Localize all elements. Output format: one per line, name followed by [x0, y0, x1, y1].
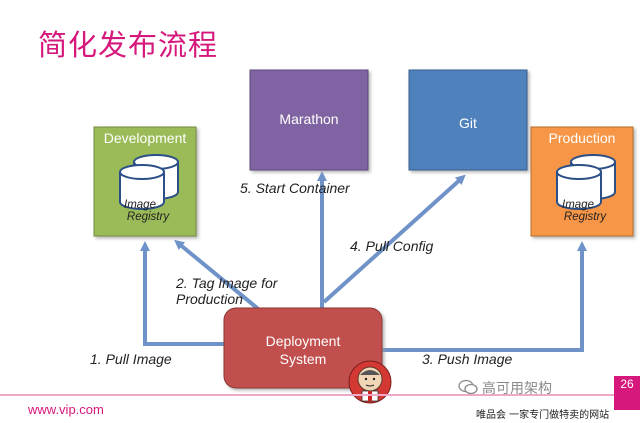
step-pull-image: 1. Pull Image [90, 351, 172, 367]
deployment-box [223, 307, 383, 389]
development-label: Development [104, 130, 187, 146]
step-tag-image-line1: 2. Tag Image for [175, 275, 279, 291]
arrow-pull-image [140, 241, 224, 346]
footer-slogan: 唯品会 一家专门做特卖的网站 [476, 410, 610, 421]
wechat-icon [458, 379, 478, 395]
step-push-image: 3. Push Image [422, 351, 512, 367]
arrow-push-image [380, 241, 587, 352]
marathon-box [249, 69, 369, 171]
step-pull-config: 4. Pull Config [350, 238, 433, 254]
footer-url: www.vip.com [28, 402, 104, 417]
marathon-label: Marathon [279, 111, 338, 127]
jenkins-butler-icon [348, 360, 392, 404]
deployment-label-line2: System [280, 351, 327, 367]
wechat-watermark: 高可用架构 [482, 381, 552, 397]
prod-registry-line2: Registry [564, 211, 607, 223]
git-box [408, 69, 528, 171]
page-number-badge: 26 [614, 376, 640, 410]
dev-registry-line2: Registry [127, 211, 170, 223]
step-start-container: 5. Start Container [240, 180, 351, 196]
prod-registry-line1: Image [562, 199, 594, 211]
arrow-tag-image [174, 239, 264, 314]
slide-title: 简化发布流程 [38, 28, 219, 62]
step-tag-image-line2: Production [176, 291, 243, 307]
deployment-label-line1: Deployment [266, 333, 341, 349]
git-label: Git [459, 115, 477, 131]
arrow-pull-config [322, 174, 466, 304]
footer-divider [0, 394, 640, 396]
production-label: Production [549, 130, 616, 146]
dev-registry-line1: Image [124, 199, 156, 211]
